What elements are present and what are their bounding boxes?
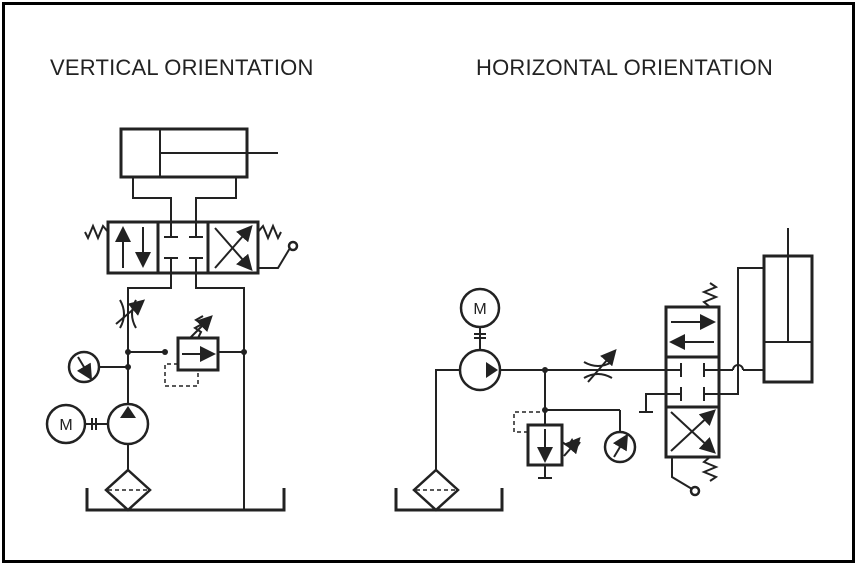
spring-top	[701, 282, 719, 308]
motor-label: M	[473, 301, 486, 318]
lever	[671, 457, 693, 490]
filter	[412, 468, 460, 512]
directional-control-valve	[84, 220, 299, 275]
vertical-orientation-heading: VERTICAL ORIENTATION	[50, 55, 314, 80]
hydraulic-cylinder	[119, 127, 278, 222]
relief-valve	[164, 315, 220, 387]
reservoir-vertical	[85, 488, 286, 512]
pressure-gauge	[67, 350, 128, 384]
spring-right	[257, 223, 282, 241]
lever	[258, 247, 291, 269]
hydraulic-cylinder	[762, 228, 814, 384]
spring-bottom	[701, 456, 719, 482]
filter	[104, 468, 152, 512]
spring-left	[84, 223, 109, 241]
directional-control-valve	[664, 282, 721, 497]
relief-valve	[513, 411, 581, 479]
figure-frame	[2, 2, 855, 563]
electric-motor: M	[459, 287, 501, 350]
horizontal-schematic: M	[394, 228, 814, 512]
electric-motor: M	[45, 403, 108, 445]
hydraulic-pump	[106, 402, 150, 470]
vertical-schematic: M	[45, 127, 299, 512]
motor-label: M	[59, 417, 72, 434]
flow-control-valve	[583, 348, 617, 383]
reservoir-horizontal	[394, 488, 504, 512]
hydraulic-pump	[458, 348, 502, 392]
pressure-gauge	[603, 430, 637, 464]
horizontal-orientation-heading: HORIZONTAL ORIENTATION	[476, 55, 773, 80]
flow-control-valve	[115, 299, 146, 329]
